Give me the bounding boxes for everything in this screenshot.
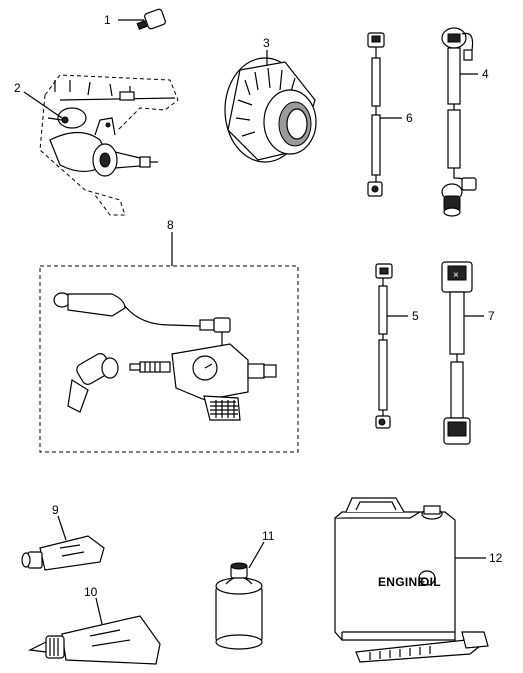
- callout-12: 12: [489, 551, 503, 565]
- callout-4: 4: [482, 67, 489, 81]
- callout-6: 6: [406, 111, 413, 125]
- part-8-remote-control: [53, 292, 277, 421]
- leader-10: [95, 597, 103, 625]
- part-4-harness: [441, 27, 477, 217]
- svg-text:×: ×: [453, 270, 459, 281]
- part-7-harness: ×: [441, 261, 473, 445]
- part-11-can: [215, 562, 263, 650]
- callout-11: 11: [262, 529, 275, 543]
- callout-1: 1: [104, 13, 111, 27]
- callout-2: 2: [14, 81, 21, 95]
- callout-9: 9: [52, 503, 59, 517]
- part-3-flywheel: [224, 57, 317, 163]
- part-6-harness: [367, 32, 385, 197]
- leader-11: [248, 541, 265, 569]
- engine-oil-label-oil: OIL: [420, 575, 441, 589]
- part-10-large-tube: [27, 615, 161, 665]
- part-8-kit-box: [39, 265, 299, 453]
- callout-3: 3: [263, 36, 270, 50]
- callout-5: 5: [412, 309, 419, 323]
- callout-8: 8: [167, 218, 174, 232]
- part-12-oil-container: ENGINE OIL: [334, 497, 489, 663]
- part-9-small-tube: [21, 535, 105, 571]
- part-2-lower-unit: [39, 74, 179, 216]
- part-5-harness: [375, 263, 393, 429]
- part-1-plug: [118, 8, 166, 30]
- callout-7: 7: [488, 309, 495, 323]
- leader-2: [23, 91, 63, 119]
- callout-10: 10: [84, 585, 98, 599]
- leader-9: [57, 515, 67, 541]
- engine-oil-label-engine: ENGINE: [378, 575, 426, 589]
